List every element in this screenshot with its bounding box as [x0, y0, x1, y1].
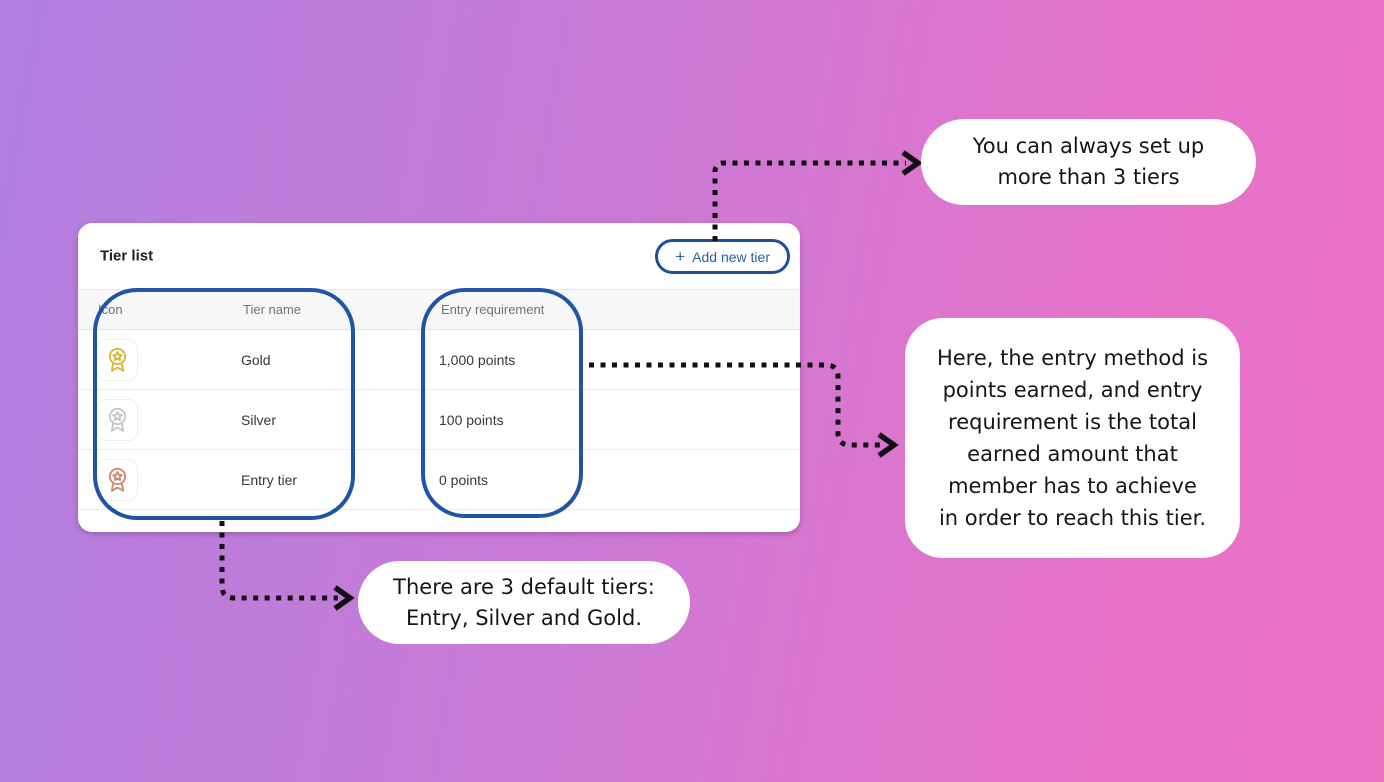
add-new-tier-label: Add new tier [692, 248, 770, 265]
table-row-gold[interactable]: Gold 1,000 points [78, 330, 800, 390]
entry-requirement-cell: 0 points [439, 471, 489, 488]
gold-medal-icon [96, 338, 138, 381]
table-row-entry-tier[interactable]: Entry tier 0 points [78, 450, 800, 510]
card-title: Tier list [100, 247, 154, 265]
tier-name-cell: Gold [241, 351, 271, 368]
column-header-tier-name: Tier name [243, 302, 302, 317]
column-header-entry-requirement: Entry requirement [441, 302, 545, 317]
tier-list-card: Tier list + Add new tier Icon Tier name … [78, 223, 800, 532]
table-header-row: Icon Tier name Entry requirement [78, 289, 800, 330]
arrow-to-default-tiers-callout [219, 521, 355, 611]
column-header-icon: Icon [98, 302, 123, 317]
add-new-tier-button[interactable]: + Add new tier [655, 239, 790, 274]
table-row-silver[interactable]: Silver 100 points [78, 390, 800, 450]
card-titlebar: Tier list + Add new tier [78, 223, 800, 289]
silver-medal-icon [96, 398, 138, 441]
callout-add-tier: You can always set up more than 3 tiers [921, 119, 1256, 205]
entry-requirement-cell: 100 points [439, 411, 504, 428]
callout-entry-requirement: Here, the entry method is points earned,… [905, 318, 1240, 558]
callout-default-tiers: There are 3 default tiers: Entry, Silver… [358, 561, 690, 644]
bronze-medal-icon [96, 458, 138, 501]
entry-requirement-cell: 1,000 points [439, 351, 516, 368]
plus-icon: + [675, 246, 686, 266]
tier-name-cell: Silver [241, 411, 277, 428]
tier-name-cell: Entry tier [241, 471, 298, 488]
